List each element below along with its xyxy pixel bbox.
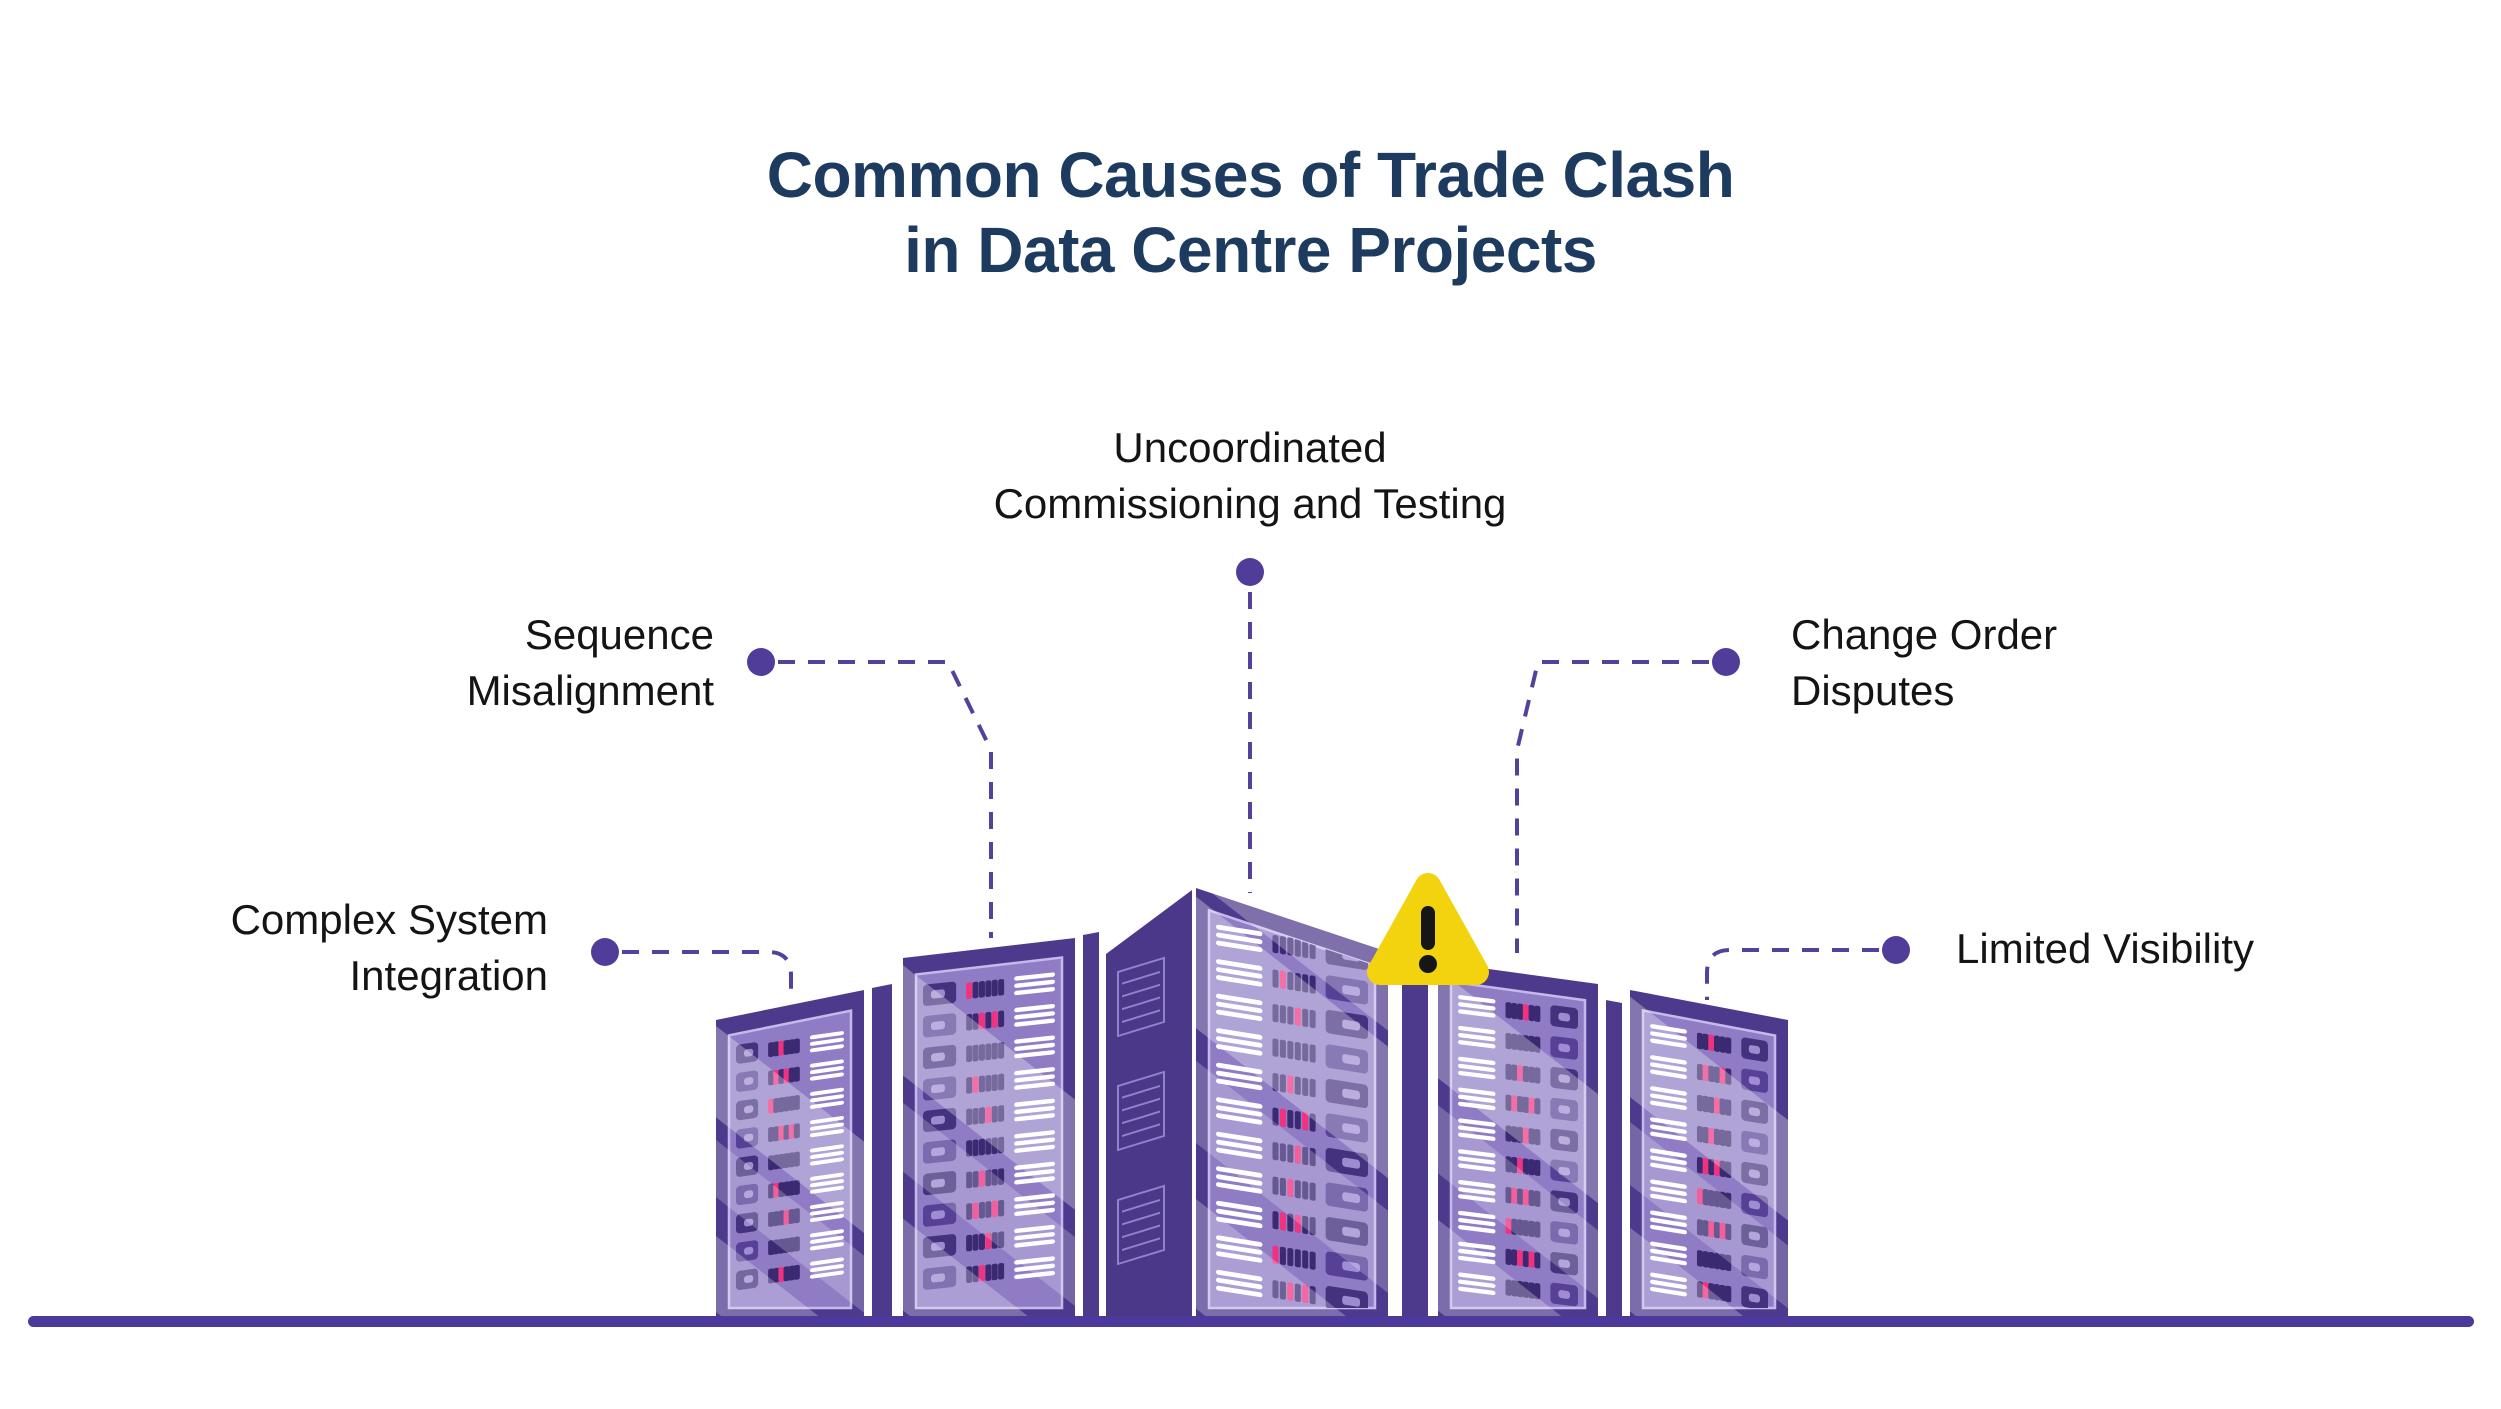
ground-line	[28, 1316, 2474, 1327]
connector-dashed-line	[1705, 948, 1879, 1000]
server-rack	[1402, 952, 1598, 1320]
cause-top-line2: Commissioning and Testing	[993, 480, 1507, 527]
page-title-line2: in Data Centre Projects	[904, 214, 1597, 286]
connector-dot	[747, 648, 775, 676]
baseline-rule	[28, 1316, 2474, 1327]
cause-left-lower-line1: Complex System	[230, 896, 548, 943]
connector-dashed-line	[1515, 660, 1709, 953]
connector-dot	[1712, 648, 1740, 676]
server-racks	[716, 888, 1788, 1320]
server-rack	[716, 984, 892, 1320]
cause-label-limited-visibility: Limited Visibility	[1956, 921, 2254, 977]
cause-left-lower-line2: Integration	[349, 952, 548, 999]
cause-label-sequence-misalignment: Sequence Misalignment	[467, 607, 714, 719]
connector-dot	[1236, 558, 1264, 586]
connector-lines	[591, 558, 1910, 1000]
page-title-line1: Common Causes of Trade Clash	[766, 139, 1735, 211]
server-rack	[903, 932, 1099, 1320]
cause-right-lower-line1: Limited Visibility	[1956, 925, 2254, 972]
cause-right-upper-line2: Disputes	[1791, 667, 1955, 714]
page-title: Common Causes of Trade Clash in Data Cen…	[767, 138, 1735, 288]
connector-dashed-line	[778, 660, 993, 938]
cause-right-upper-line1: Change Order	[1791, 611, 2058, 658]
cause-left-upper-line1: Sequence	[524, 611, 714, 658]
cause-left-upper-line2: Misalignment	[466, 667, 714, 714]
connector-dot	[1882, 936, 1910, 964]
warning-icon	[1367, 873, 1489, 985]
cause-label-uncoordinated-commissioning: Uncoordinated Commissioning and Testing	[994, 420, 1507, 532]
connector-dot	[591, 938, 619, 966]
cause-label-change-order-disputes: Change Order Disputes	[1791, 607, 2057, 719]
server-rack	[1606, 990, 1788, 1320]
connector-dashed-line	[622, 950, 793, 1000]
cause-label-complex-system-integration: Complex System Integration	[231, 892, 548, 1004]
server-rack	[1106, 888, 1388, 1320]
cause-top-line1: Uncoordinated	[1113, 424, 1387, 471]
